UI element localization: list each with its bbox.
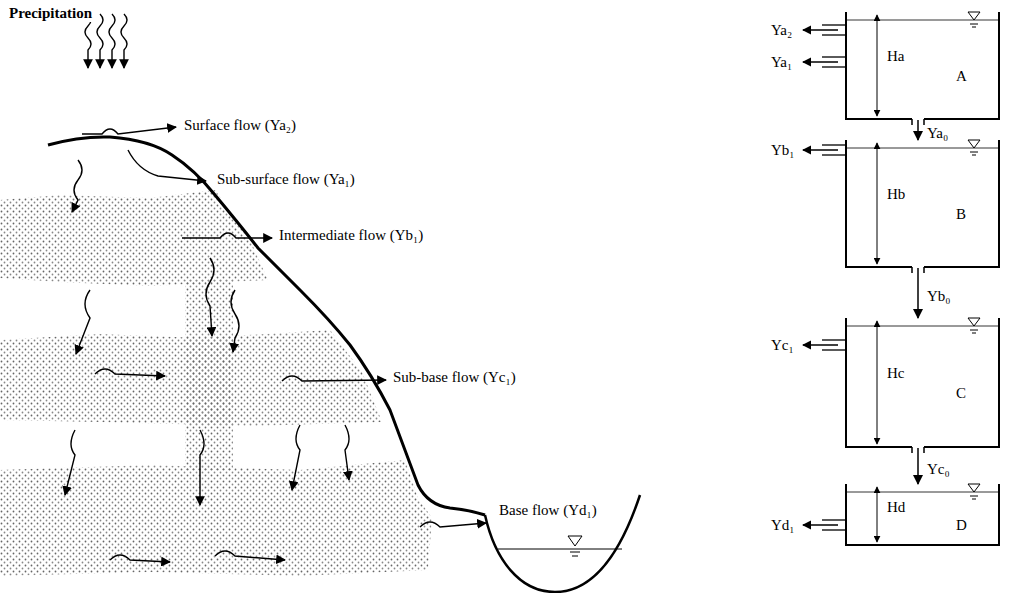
water-level bbox=[498, 549, 622, 550]
flow-arrows bbox=[65, 14, 486, 562]
tank: HdD bbox=[845, 484, 1000, 546]
tank-outline bbox=[845, 140, 1000, 268]
flow-label: Surface flow (Ya₂) bbox=[183, 116, 297, 134]
seepage-label: Ya₀ bbox=[926, 124, 949, 142]
outflow-label: Ya₁ bbox=[770, 53, 793, 71]
outflow-label: Yd₁ bbox=[770, 516, 796, 534]
tank-name: B bbox=[956, 205, 966, 223]
heading-label: Precipitation bbox=[8, 4, 93, 22]
tank-outline bbox=[845, 484, 1000, 546]
seepage-label: Yc₀ bbox=[926, 460, 951, 478]
hillslope-surface bbox=[48, 137, 485, 515]
tank: HbB bbox=[845, 140, 1000, 268]
seepage-arrow bbox=[917, 448, 919, 484]
flow-label: Base flow (Yd₁) bbox=[498, 501, 598, 519]
tank-name: C bbox=[956, 384, 966, 402]
seepage-arrow bbox=[917, 120, 919, 140]
water-level-symbol bbox=[568, 536, 582, 556]
outflow-label: Ya₂ bbox=[770, 21, 793, 39]
tank-name: A bbox=[956, 67, 967, 85]
flow-label: Sub-surface flow (Ya₁) bbox=[216, 170, 356, 188]
tank: HaA bbox=[845, 12, 1000, 120]
depth-label: Ha bbox=[887, 47, 905, 65]
flow-label: Intermediate flow (Yb₁) bbox=[278, 226, 424, 244]
outflow-label: Yc₁ bbox=[770, 336, 795, 354]
depth-label: Hd bbox=[887, 498, 905, 516]
river-channel bbox=[485, 495, 640, 592]
tank-outline bbox=[845, 318, 1000, 448]
flow-label: Sub-base flow (Yc₁) bbox=[392, 368, 517, 386]
seepage-arrow bbox=[917, 268, 919, 318]
depth-label: Hc bbox=[887, 364, 905, 382]
soil-layers bbox=[0, 190, 432, 576]
depth-label: Hb bbox=[887, 185, 905, 203]
tank-name: D bbox=[956, 516, 967, 534]
outflow-label: Yb₁ bbox=[770, 141, 796, 159]
tank: HcC bbox=[845, 318, 1000, 448]
seepage-label: Yb₀ bbox=[926, 287, 952, 305]
outflow-pipes bbox=[803, 25, 845, 530]
tank-outline bbox=[845, 12, 1000, 120]
